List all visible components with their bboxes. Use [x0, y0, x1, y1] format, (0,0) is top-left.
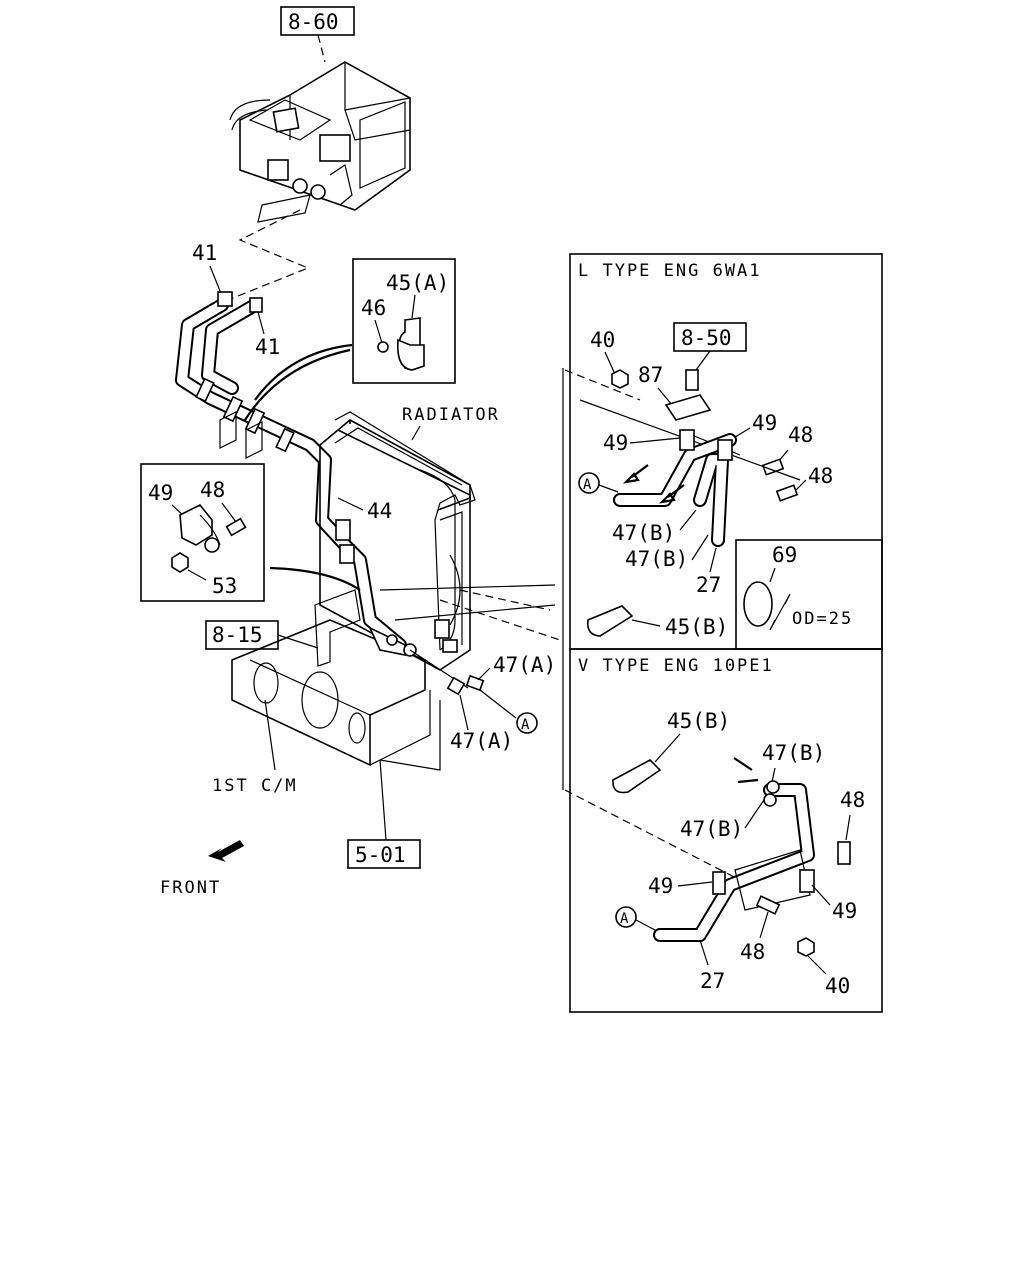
callout-arc-45a [244, 348, 351, 421]
nut-53[interactable] [171, 552, 189, 573]
v-nut-40[interactable] [797, 937, 815, 957]
label-44: 44 [367, 499, 392, 523]
v-clip-45b[interactable] [612, 759, 662, 794]
v-label-48-left: 48 [740, 940, 765, 964]
v-bracket-49-right[interactable] [799, 869, 815, 893]
v-label-47b-bottom: 47(B) [680, 817, 743, 841]
v-label-49-right: 49 [832, 899, 857, 923]
ref-box-8-60[interactable] [280, 6, 355, 36]
l-bracket-49-left[interactable] [679, 429, 695, 451]
l-type-title: L TYPE ENG 6WA1 [578, 261, 762, 281]
l-label-45b: 45(B) [665, 615, 728, 639]
label-47a-bottom: 47(A) [450, 729, 513, 753]
clamp-41-a[interactable] [217, 291, 233, 307]
heater-unit: 8-60 [229, 6, 411, 223]
front-arrow-icon [208, 840, 244, 862]
od-label: OD=25 [792, 609, 853, 629]
label-46: 46 [361, 296, 386, 320]
ref-box-5-01[interactable] [347, 839, 421, 869]
inset-clamp-45a: 45(A) 46 [352, 258, 456, 384]
plug-69[interactable] [743, 581, 773, 627]
main-hose [175, 298, 407, 652]
l-bracket-87[interactable] [664, 394, 712, 421]
inset-bracket-49: 49 48 53 [140, 463, 265, 602]
v-label-45b: 45(B) [667, 709, 730, 733]
l-bolt-48-bottom[interactable] [775, 484, 799, 502]
first-cm-label: 1ST C/M [212, 776, 298, 796]
v-bolt-48-left[interactable] [755, 895, 781, 915]
guide-lines [439, 589, 561, 641]
bolt-48[interactable] [225, 517, 247, 537]
v-bolt-48-right[interactable] [837, 841, 851, 865]
l-label-69: 69 [772, 543, 797, 567]
radiator-label: RADIATOR [402, 405, 500, 425]
label-47a-top: 47(A) [493, 653, 556, 677]
clamp-47a-1[interactable] [446, 676, 466, 696]
label-41-top: 41 [192, 241, 217, 265]
v-label-27: 27 [700, 969, 725, 993]
label-49-inset: 49 [148, 481, 173, 505]
l-connector-a-letter: A [583, 477, 592, 493]
ref-8-50: 8-50 [681, 326, 732, 350]
v-label-49-left: 49 [648, 874, 673, 898]
l-bolt-48-top[interactable] [761, 458, 785, 476]
callout-arc-49 [269, 566, 361, 591]
l-nut-40[interactable] [611, 369, 629, 389]
l-bracket-49-right[interactable] [717, 439, 733, 461]
ref-box-8-15[interactable] [205, 620, 279, 650]
v-type-title: V TYPE ENG 10PE1 [578, 656, 774, 676]
leader-l [564, 369, 641, 401]
l-label-48-top: 48 [788, 423, 813, 447]
l-label-49-left: 49 [603, 431, 628, 455]
label-48-inset: 48 [200, 478, 225, 502]
v-label-40: 40 [825, 974, 850, 998]
panel-v-type: V TYPE ENG 10PE1 45(B) 47(B) 47(B) 48 49… [569, 648, 883, 1013]
ref-8-60: 8-60 [288, 10, 339, 34]
front-label: FRONT [160, 878, 221, 898]
l-clip-45b[interactable] [586, 605, 634, 637]
radiator: RADIATOR [319, 405, 500, 671]
link-line [227, 209, 310, 301]
l-label-49-right: 49 [752, 411, 777, 435]
l-label-27: 27 [696, 573, 721, 597]
l-label-40: 40 [590, 328, 615, 352]
bracket-49[interactable] [179, 503, 213, 546]
bolt-46[interactable] [377, 341, 389, 353]
label-41-bottom: 41 [255, 335, 280, 359]
crossmember: 8-15 1ST C/M 5-01 [205, 589, 485, 869]
ref-box-8-50[interactable] [673, 322, 747, 352]
l-label-87: 87 [638, 363, 663, 387]
v-connector-a-letter: A [620, 911, 629, 927]
l-label-47b-2: 47(B) [625, 547, 688, 571]
v-label-47b-top: 47(B) [762, 741, 825, 765]
v-bracket-49-left[interactable] [712, 871, 726, 895]
clamp-41-b[interactable] [249, 297, 263, 313]
connector-a-main[interactable] [516, 712, 538, 734]
ref-5-01: 5-01 [355, 843, 406, 867]
l-label-48-bottom: 48 [808, 464, 833, 488]
label-53: 53 [212, 574, 237, 598]
l-connector-a[interactable] [578, 472, 600, 494]
ref-8-15: 8-15 [212, 623, 263, 647]
bolt-8-50[interactable] [685, 369, 699, 391]
panel-l-type: L TYPE ENG 6WA1 8-50 40 87 49 49 48 48 A [569, 253, 883, 650]
leader-v [564, 789, 741, 881]
l-label-47b-1: 47(B) [612, 521, 675, 545]
v-label-48-right: 48 [840, 788, 865, 812]
connector-a-main-letter: A [521, 717, 530, 733]
v-connector-a[interactable] [615, 906, 637, 928]
front-indicator: FRONT [160, 840, 244, 898]
label-45a: 45(A) [386, 271, 449, 295]
